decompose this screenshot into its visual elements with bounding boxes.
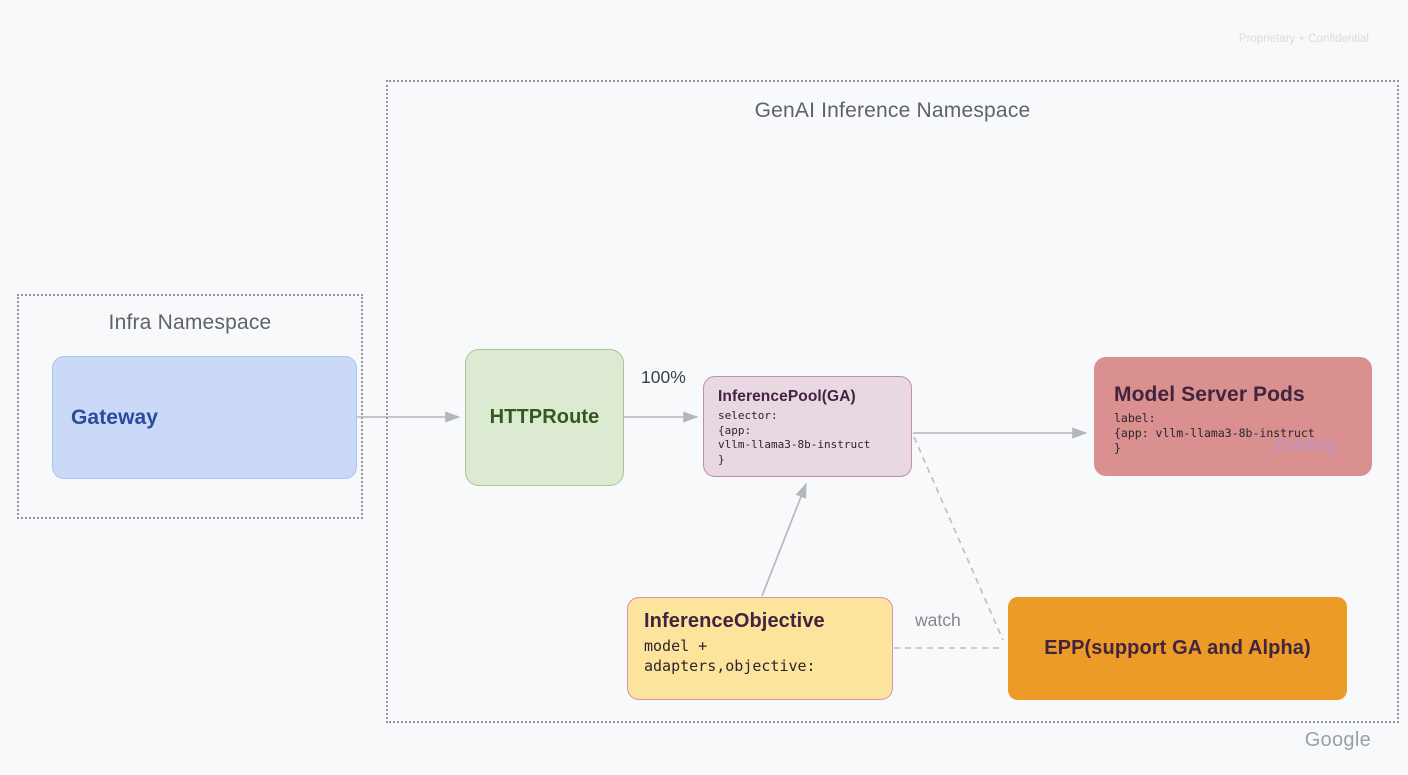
httproute-label: HTTPRoute <box>489 406 600 428</box>
genai-namespace-box <box>386 80 1399 723</box>
gateway-label: Gateway <box>71 405 159 429</box>
httproute-node: HTTPRoute <box>465 349 624 486</box>
epp-label: EPP(support GA and Alpha) <box>1044 637 1311 659</box>
inference-objective-code: model + adapters,objective: <box>644 637 816 675</box>
model-server-pods-node: Model Server Pods label: {app: vllm-llam… <box>1094 357 1372 476</box>
google-logo: Google <box>1304 729 1371 751</box>
watch-label: watch <box>915 610 961 630</box>
infra-namespace-box <box>17 294 363 519</box>
genai-namespace-title: GenAI Inference Namespace <box>754 99 1031 122</box>
gateway-node: Gateway <box>52 356 357 479</box>
traffic-percent-label: 100% <box>641 367 686 387</box>
epp-node: EPP(support GA and Alpha) <box>1008 597 1347 700</box>
confidential-note: Proprietary + Confidential <box>1238 33 1369 45</box>
inference-objective-node: InferenceObjective model + adapters,obje… <box>627 597 893 700</box>
model-server-pods-label-code: label: {app: vllm-llama3-8b-instruct } <box>1114 411 1315 455</box>
inference-pool-selector-code: selector: {app: vllm-llama3-8b-instruct … <box>718 409 871 466</box>
infra-namespace-title: Infra Namespace <box>108 311 272 334</box>
existing-watermark: Existing <box>1274 435 1338 455</box>
inference-objective-title: InferenceObjective <box>644 610 825 632</box>
inference-pool-title: InferencePool(GA) <box>718 388 856 405</box>
inference-pool-node: InferencePool(GA) selector: {app: vllm-l… <box>703 376 912 477</box>
model-server-pods-title: Model Server Pods <box>1114 383 1305 406</box>
